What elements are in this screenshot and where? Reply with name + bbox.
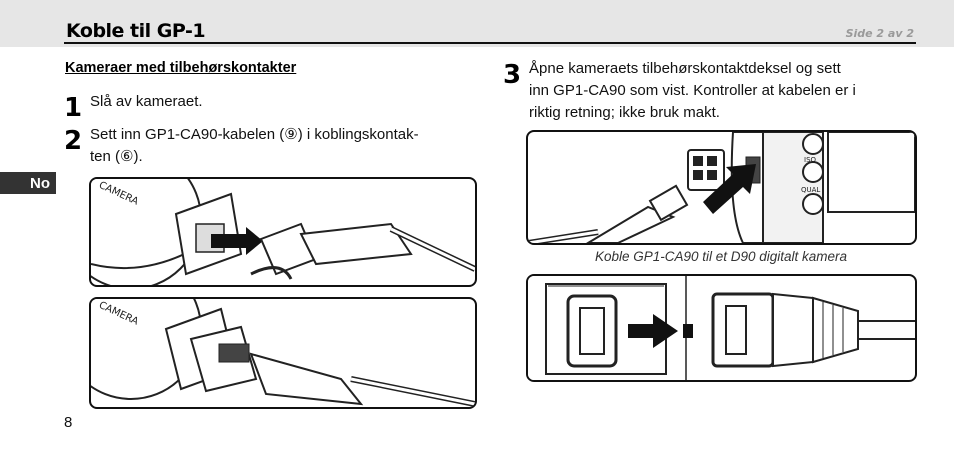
d90-camera-illustration: ISO QUAL xyxy=(528,132,915,243)
figure-caption: Koble GP1-CA90 til et D90 digitalt kamer… xyxy=(594,249,848,264)
button-icon-1 xyxy=(802,133,824,155)
qual-button-icon xyxy=(802,193,824,215)
cable-connected-illustration: CAMERA xyxy=(91,299,475,407)
step-1-number: 1 xyxy=(64,93,83,123)
qual-label: QUAL xyxy=(801,186,820,194)
section-heading: Kameraer med tilbehørskontakter xyxy=(65,60,297,76)
insert-arrow-icon-2 xyxy=(703,164,756,214)
connector-arrow-icon xyxy=(628,314,678,348)
step-1-text: Slå av kameraet. xyxy=(90,93,203,110)
iso-button-icon xyxy=(802,161,824,183)
step-3-text-line2: inn GP1-CA90 som vist. Kontroller at kab… xyxy=(529,82,856,99)
insert-arrow-icon xyxy=(211,227,263,255)
step-2-text-line2: ten (⑥). xyxy=(90,148,143,165)
figure-connector-closeup xyxy=(526,274,917,382)
header-rule xyxy=(64,42,916,44)
step-2-text-line1: Sett inn GP1-CA90-kabelen (⑨) i koblings… xyxy=(90,126,419,143)
cable-insertion-illustration: CAMERA xyxy=(91,179,475,285)
step-2-number: 2 xyxy=(64,126,83,156)
page-number: 8 xyxy=(64,414,73,431)
figure-d90-camera: ISO QUAL xyxy=(526,130,917,245)
step-3-text-line3: riktig retning; ikke bruk makt. xyxy=(529,104,720,121)
header-band xyxy=(0,0,954,47)
figure-cable-connected: CAMERA xyxy=(89,297,477,409)
step-3-number: 3 xyxy=(503,60,522,90)
step-3-text-line1: Åpne kameraets tilbehørskontaktdeksel og… xyxy=(529,60,841,77)
page-title: Koble til GP-1 xyxy=(66,20,206,42)
connector-closeup-illustration xyxy=(528,276,915,380)
iso-label: ISO xyxy=(804,156,817,164)
page-indicator: Side 2 av 2 xyxy=(845,27,914,40)
figure-cable-insertion: CAMERA xyxy=(89,177,477,287)
language-tab: No xyxy=(0,172,56,194)
